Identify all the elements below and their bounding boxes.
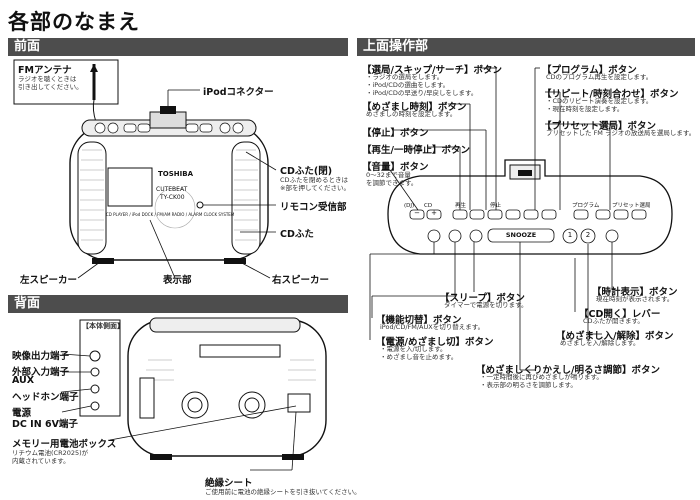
volume-minus-key: − [414,209,420,217]
tune-button-label: 【選局/スキップ/サーチ】ボタン [362,65,502,76]
display-label: 表示部 [163,275,192,286]
video-out-label: 映像出力端子 [12,351,70,362]
svg-text:プログラム: プログラム [572,201,600,209]
volume-button-label: 【音量】ボタン [362,162,429,173]
device-brand: TOSHIBA [158,170,193,178]
page-title: 各部のなまえ [8,10,140,34]
cd-open-lever-label: 【CD開く】レバー [579,309,661,320]
memory-battery-label: メモリー用電池ボックス [12,439,117,450]
snooze-key: SNOOZE [505,231,537,239]
alarm-2-key: 2 [585,231,591,239]
cd-lid-closed-label: CDふた(閉) [280,166,333,177]
fm-antenna-label: FMアンテナ [18,65,72,76]
aux-in-label-2: AUX [12,375,35,386]
side-panel-title: 【本体側面】 [82,322,124,330]
snooze-note-1: ・一定時間後に再びめざましが鳴ります。 [480,373,603,381]
fm-antenna-note-2: 引き出してください。 [18,83,83,91]
repeat-note-2: ・現在時刻を設定します。 [546,105,624,113]
clock-display-note: 現在時刻が表示されます。 [596,295,674,303]
svg-text:(DJ): (DJ) [404,203,414,209]
tune-note-3: ・iPod/CDの早送り/早戻しをします。 [366,89,478,97]
alarm-1-key: 1 [567,231,573,239]
section-front-header: 前面 [8,38,348,56]
remote-receiver-label: リモコン受信部 [280,202,347,213]
tune-note-2: ・iPod/CDの選曲をします。 [366,81,450,89]
svg-text:停止: 停止 [490,201,502,209]
cd-lid-label: CDふた [280,229,314,240]
power-label-1: 電源 [12,408,32,419]
power-note-1: ・電源を入/切します。 [380,345,447,353]
function-note: iPod/CD/FM/AUXを切り替えます。 [380,323,485,331]
preset-button-label: 【プリセット選局】ボタン [542,121,657,132]
insulation-sheet-label: 絶縁シート [205,478,253,489]
stop-button-label: 【停止】ボタン [362,128,429,139]
volume-note-1: 0～32まで音量 [366,171,411,179]
insulation-sheet-note: ご使用前に電池の絶縁シートを引き抜いてください。 [205,488,361,496]
volume-note-2: を調節できます。 [366,179,418,187]
program-button-label: 【プログラム】ボタン [542,65,637,76]
alarm-onoff-note: めざましを入/解除します。 [560,339,640,347]
aux-in-label-1: 外部入力端子 [12,367,70,378]
tune-note-1: ・ラジオの選局をします。 [366,73,444,81]
cd-lid-closed-note-1: CDふたを閉めるときは [280,176,349,184]
cd-open-note: CDふたが開きます。 [583,317,644,325]
alarm-onoff-button-label: 【めざまし入/解除】ボタン [556,331,674,342]
repeat-button-label: 【リピート/時刻合わせ】ボタン [542,89,679,100]
power-label-2: DC IN 6V端子 [12,419,78,430]
snooze-button-label: 【めざましくりかえし/明るさ調節】ボタン [476,365,660,376]
device-description: CD PLAYER / iPod DOCK / FM/AM RADIO / AL… [106,212,235,217]
function-button-label: 【機能切替】ボタン [376,315,462,326]
alarm-time-button-label: 【めざまし時刻】ボタン [362,102,467,113]
section-back-header: 背面 [8,295,348,313]
device-model-1: CUTEBEAT [156,186,188,193]
ipod-connector-label: iPodコネクター [203,87,274,98]
preset-note: プリセットした FM ラジオの放送局を選局します。 [546,129,696,137]
power-button-label: 【電源/めざまし切】ボタン [376,337,494,348]
clock-display-button-label: 【時計表示】ボタン [592,287,678,298]
device-model-2: TY-CK00 [160,194,185,201]
cd-lid-closed-note-2: ※部を押してください。 [280,184,351,192]
power-note-2: ・めざまし音を止めます。 [380,353,458,361]
snooze-note-2: ・表示部の明るさを調節します。 [480,381,577,389]
fm-antenna-note-1: ラジオを聴くときは [18,75,77,83]
program-note: CDのプログラム再生を設定します。 [546,73,653,81]
volume-plus-key: + [431,209,437,217]
play-button-label: 【再生/一時停止】ボタン [362,145,470,156]
svg-text:再生: 再生 [455,201,467,209]
left-speaker-label: 左スピーカー [20,275,78,286]
section-top-header: 上面操作部 [357,38,695,56]
memory-battery-note-1: リチウム電池(CR2025)が [12,449,89,457]
alarm-time-note: めざましの時刻を設定します。 [366,110,457,118]
svg-text:プリセット選局: プリセット選局 [612,201,651,209]
svg-text:CD: CD [424,203,432,209]
sleep-note: タイマーで電源を切ります。 [444,301,528,309]
repeat-note-1: ・CDのリピート演奏を設定します。 [546,97,653,105]
right-speaker-label: 右スピーカー [272,275,330,286]
sleep-button-label: 【スリープ】ボタン [440,293,525,304]
headphone-label: ヘッドホン端子 [12,392,79,403]
memory-battery-note-2: 内蔵されています。 [12,457,70,465]
